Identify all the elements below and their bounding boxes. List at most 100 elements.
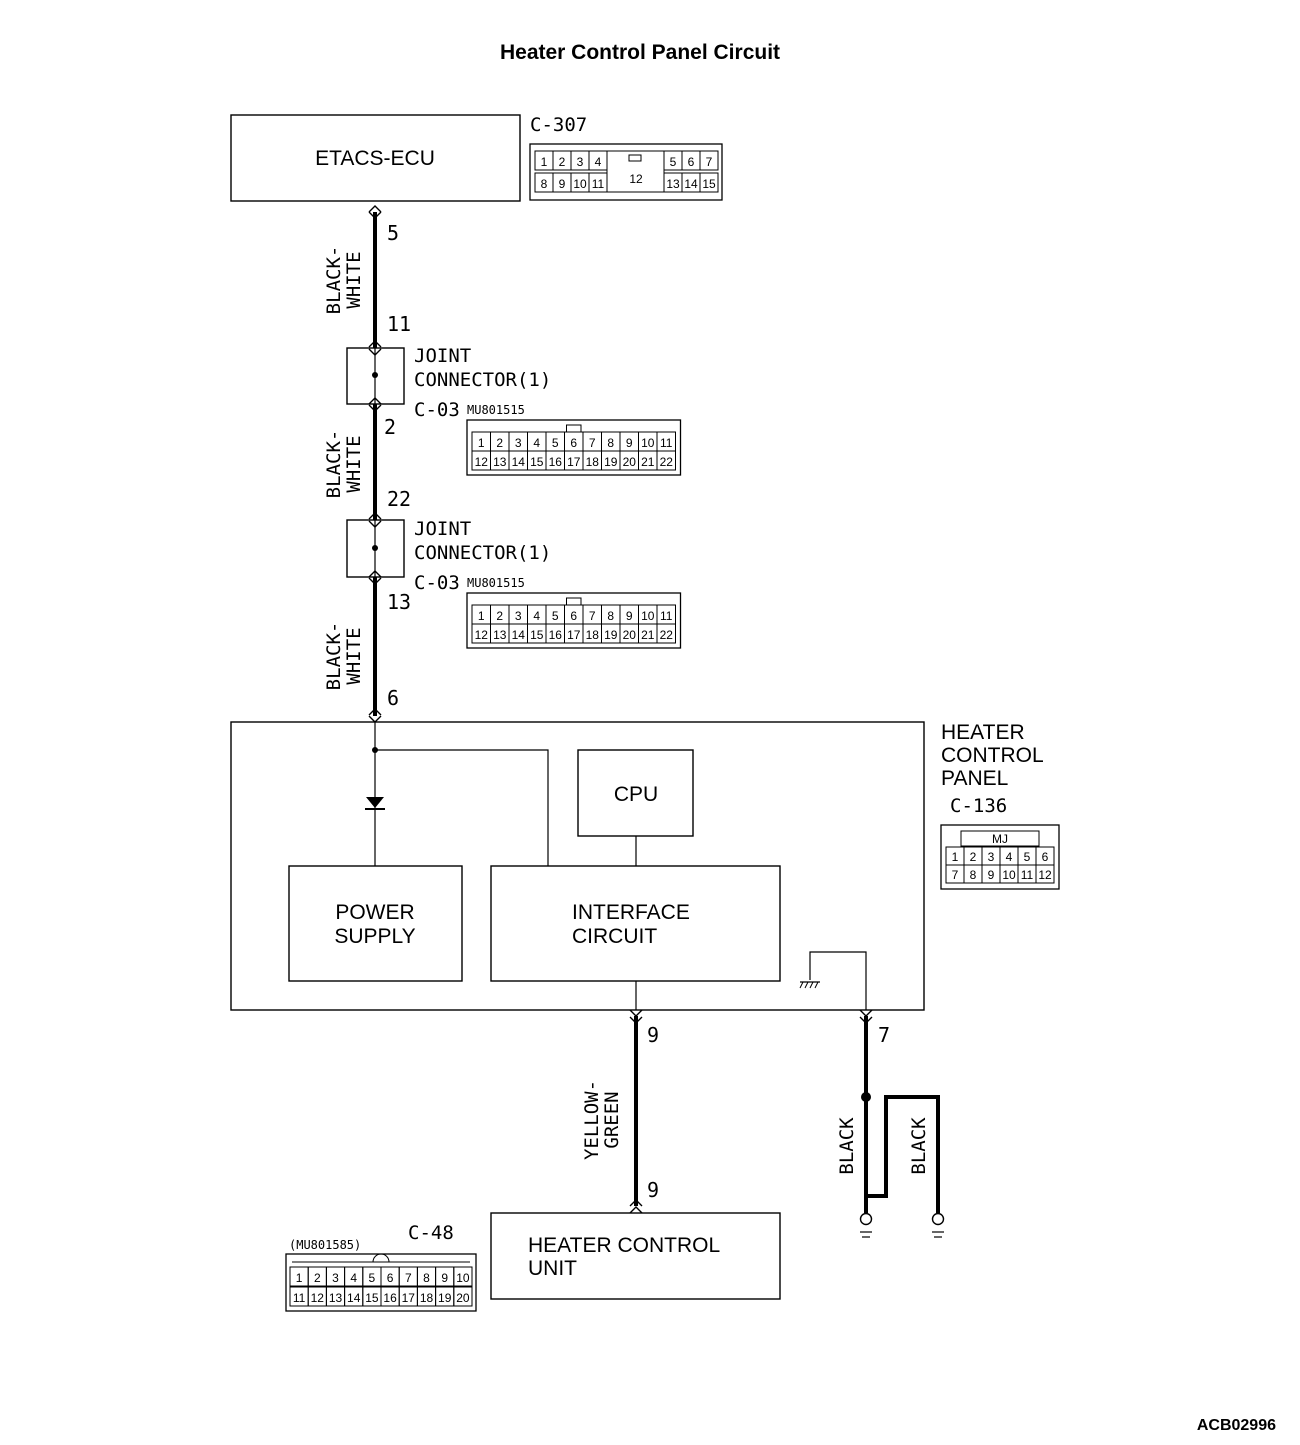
connector-pin-label: 3 (515, 609, 522, 623)
connector-pin-label: 20 (623, 628, 637, 642)
wire-color-black-1: BLACK (836, 1117, 858, 1175)
connector-pin-label: 7 (405, 1271, 412, 1285)
connector-pin-label: 13 (493, 628, 507, 642)
figure-code: ACB02996 (1197, 1417, 1276, 1434)
connector-pin-label: 10 (456, 1271, 470, 1285)
etacs-ecu-label: ETACS-ECU (315, 147, 435, 170)
panel-label-2: CONTROL (941, 744, 1044, 767)
panel-label-3: PANEL (941, 767, 1008, 790)
connector-pin-label: 3 (577, 155, 584, 169)
pin-ecu-5: 5 (387, 221, 399, 245)
connector-pin-label: 1 (952, 850, 959, 864)
svg-text:YELLOW-: YELLOW- (581, 1080, 603, 1160)
heater-control-unit-box (490, 1212, 781, 1300)
pin-j2-13: 13 (387, 590, 411, 614)
joint-1-label-1: JOINT (414, 345, 471, 367)
connector-pin-label: 19 (604, 455, 618, 469)
connector-pin-label: 10 (573, 177, 587, 191)
connector-pin-label: 8 (607, 609, 614, 623)
svg-text:BLACK-: BLACK- (323, 430, 345, 499)
connector-pin-label: 12 (475, 628, 489, 642)
connector-pin-label: 21 (641, 455, 655, 469)
connector-pin-label: 14 (512, 455, 526, 469)
connector-pin-label: 2 (314, 1271, 321, 1285)
connector-pin-label: 1 (296, 1271, 303, 1285)
connector-pin-label: 8 (541, 177, 548, 191)
connector-pin-label: 2 (496, 436, 503, 450)
connector-pin-label: 20 (456, 1291, 470, 1305)
joint-1-part: MU801515 (467, 403, 525, 417)
etacs-ecu-box (230, 114, 521, 202)
interface-label-1: INTERFACE (572, 901, 690, 924)
c48-part: (MU801585) (289, 1238, 361, 1252)
connector-pin-label: 2 (970, 850, 977, 864)
connector-tag: MJ (992, 832, 1008, 846)
connector-pin-label: 14 (347, 1291, 361, 1305)
connector-pin-label: 15 (702, 177, 716, 191)
connector-pin-label: 7 (706, 155, 713, 169)
connector-pin-label: 18 (586, 455, 600, 469)
c48-id: C-48 (408, 1222, 454, 1244)
connector-pin-label: 10 (1002, 868, 1016, 882)
power-supply-label-2: SUPPLY (334, 925, 415, 948)
connector-pin-label: 10 (641, 609, 655, 623)
connector-pin-label: 19 (438, 1291, 452, 1305)
connector-pin-label: 3 (515, 436, 522, 450)
connector-pin-label: 9 (626, 436, 633, 450)
joint-2-dot (372, 545, 378, 551)
connector-pin-label: 9 (988, 868, 995, 882)
connector-pin-label: 8 (970, 868, 977, 882)
connector-pin-label: 7 (952, 868, 959, 882)
connector-pin-label: 6 (387, 1271, 394, 1285)
connector-pin-label: 16 (549, 628, 563, 642)
connector-pin-label: 2 (559, 155, 566, 169)
connector-pin-label: 14 (684, 177, 698, 191)
svg-text:BLACK-: BLACK- (323, 622, 345, 691)
connector-pin-label: 11 (1021, 868, 1034, 882)
connector-pin-label: 2 (496, 609, 503, 623)
pin-hcu-9: 9 (647, 1178, 659, 1202)
power-supply-label-1: POWER (335, 901, 414, 924)
connector-pin-label: 6 (1042, 850, 1049, 864)
joint-2-label-2: CONNECTOR(1) (414, 542, 551, 564)
connector-pin-label: 1 (478, 436, 485, 450)
connector-pin-label: 12 (311, 1291, 325, 1305)
connector-pin-label: 22 (660, 455, 674, 469)
connector-pin-label: 11 (660, 609, 673, 623)
connector-pin-label: 21 (641, 628, 655, 642)
svg-text:GREEN: GREEN (601, 1091, 623, 1148)
connector-pin-label: 5 (670, 155, 677, 169)
joint-2-label-1: JOINT (414, 518, 471, 540)
connector-pin-label: 1 (541, 155, 548, 169)
pin-panel-9: 9 (647, 1023, 659, 1047)
connector-pin-label: 20 (623, 455, 637, 469)
connector-pin-label: 19 (604, 628, 618, 642)
connector-pin-label: 13 (666, 177, 680, 191)
c307-id: C-307 (530, 114, 587, 136)
splice-dot (861, 1092, 871, 1102)
connector-pin-label: 10 (641, 436, 655, 450)
connector-pin-label: 15 (365, 1291, 379, 1305)
connector-pin-label: 3 (332, 1271, 339, 1285)
connector-pin-label: 4 (350, 1271, 357, 1285)
connector-pin-label: 22 (660, 628, 674, 642)
connector-pin-label: 15 (530, 455, 544, 469)
diagram-title: Heater Control Panel Circuit (500, 41, 780, 64)
ground-2-icon (931, 1212, 945, 1238)
joint-1-label-2: CONNECTOR(1) (414, 369, 551, 391)
pin-panel-7: 7 (878, 1023, 890, 1047)
panel-label-1: HEATER (941, 721, 1025, 744)
connector-pin-label: 9 (441, 1271, 448, 1285)
connector-pin-label: 1 (478, 609, 485, 623)
connector-pin-label: 13 (329, 1291, 343, 1305)
connector-pin-label: 18 (420, 1291, 434, 1305)
svg-text:BLACK-: BLACK- (323, 246, 345, 315)
joint-1-dot (372, 372, 378, 378)
connector-pin-label: 12 (1038, 868, 1052, 882)
connector-pin-label: 18 (586, 628, 600, 642)
pin-j2-22: 22 (387, 487, 411, 511)
svg-text:BLACK: BLACK (908, 1117, 930, 1175)
